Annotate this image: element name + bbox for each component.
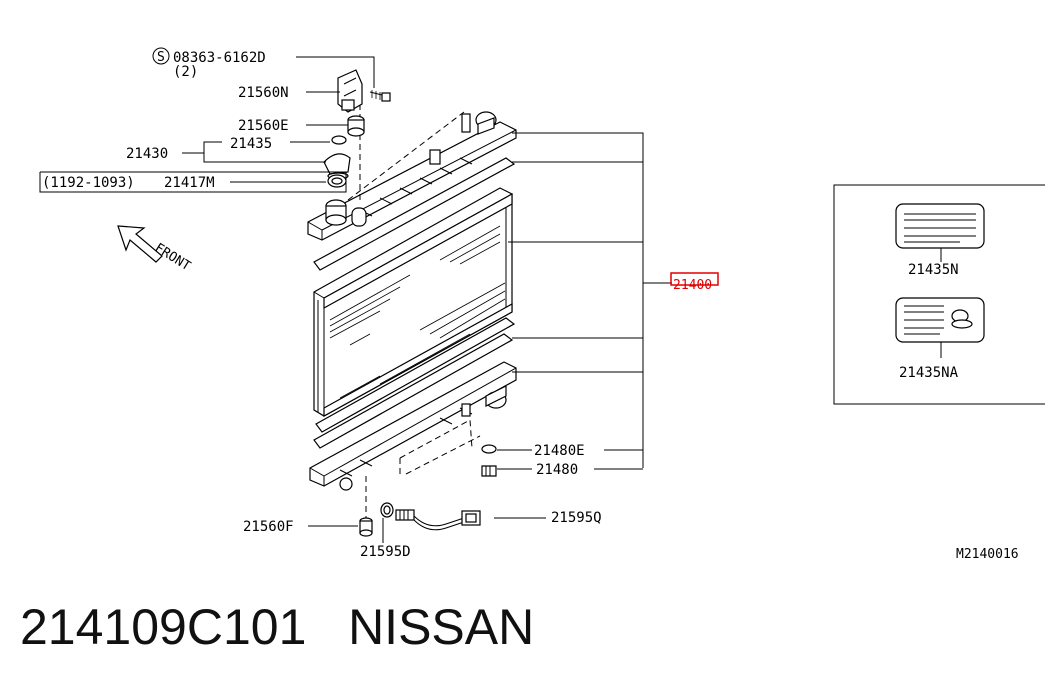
label-plate-2[interactable]: 21435NA: [899, 365, 959, 381]
label-mount-lower[interactable]: 21560F: [243, 519, 294, 535]
upper-seal-strip[interactable]: [313, 157, 516, 271]
temperature-sensor-part[interactable]: [395, 509, 481, 531]
grommet-part[interactable]: [481, 444, 497, 454]
standard-part-symbol-letter: S: [157, 50, 165, 65]
label-cap-group[interactable]: 21430: [126, 146, 168, 162]
part-caption: 214109C101 NISSAN: [20, 598, 534, 656]
label-mount-upper[interactable]: 21560E: [238, 118, 289, 134]
upper-mount-part[interactable]: [347, 115, 365, 137]
sensor-washer-part[interactable]: [380, 502, 394, 518]
label-sensor[interactable]: 21595Q: [551, 510, 602, 526]
cap-washer-part[interactable]: [331, 135, 347, 145]
bolt-part[interactable]: [369, 90, 391, 102]
label-sensor-washer[interactable]: 21595D: [360, 544, 411, 560]
drain-dashed-leader: [399, 419, 481, 475]
label-radiator-assy[interactable]: 21400: [673, 278, 712, 293]
label-seal[interactable]: 21417M: [164, 175, 215, 191]
highlight-box-radiator: [670, 272, 719, 286]
label-plates-inset: 21435N 21435NA: [833, 184, 1045, 405]
label-drain-plug[interactable]: 21480: [536, 462, 578, 478]
label-cap[interactable]: 21435: [230, 136, 272, 152]
radiator-core[interactable]: [313, 187, 513, 418]
label-bolt-qty: (2): [173, 64, 198, 80]
label-bracket-upper[interactable]: 21560N: [238, 85, 289, 101]
label-plate-2-part[interactable]: [895, 297, 985, 343]
label-grommet[interactable]: 21480E: [534, 443, 585, 459]
upper-tank[interactable]: [307, 111, 517, 241]
upper-bracket-part[interactable]: [337, 69, 363, 113]
lower-seal-strip-top[interactable]: [315, 317, 516, 433]
drain-plug-part[interactable]: [481, 465, 497, 477]
caption-part-number: 214109C101: [20, 599, 307, 655]
label-plate-1-part[interactable]: [895, 203, 985, 249]
label-seal-range: (1192-1093): [42, 175, 135, 191]
label-bolt[interactable]: 08363-6162D: [173, 50, 266, 66]
leader-lines: [39, 56, 672, 543]
lower-seal-strip-bottom[interactable]: [313, 333, 514, 449]
caption-brand: NISSAN: [348, 599, 535, 655]
standard-part-symbol: [152, 47, 170, 65]
drawing-code: M2140016: [956, 547, 1019, 562]
lower-tank[interactable]: [309, 361, 517, 491]
lower-mount-part[interactable]: [359, 517, 373, 537]
front-arrow-icon: [117, 225, 163, 263]
seal-ring-part[interactable]: [327, 174, 347, 188]
label-plate-1[interactable]: 21435N: [908, 262, 959, 278]
